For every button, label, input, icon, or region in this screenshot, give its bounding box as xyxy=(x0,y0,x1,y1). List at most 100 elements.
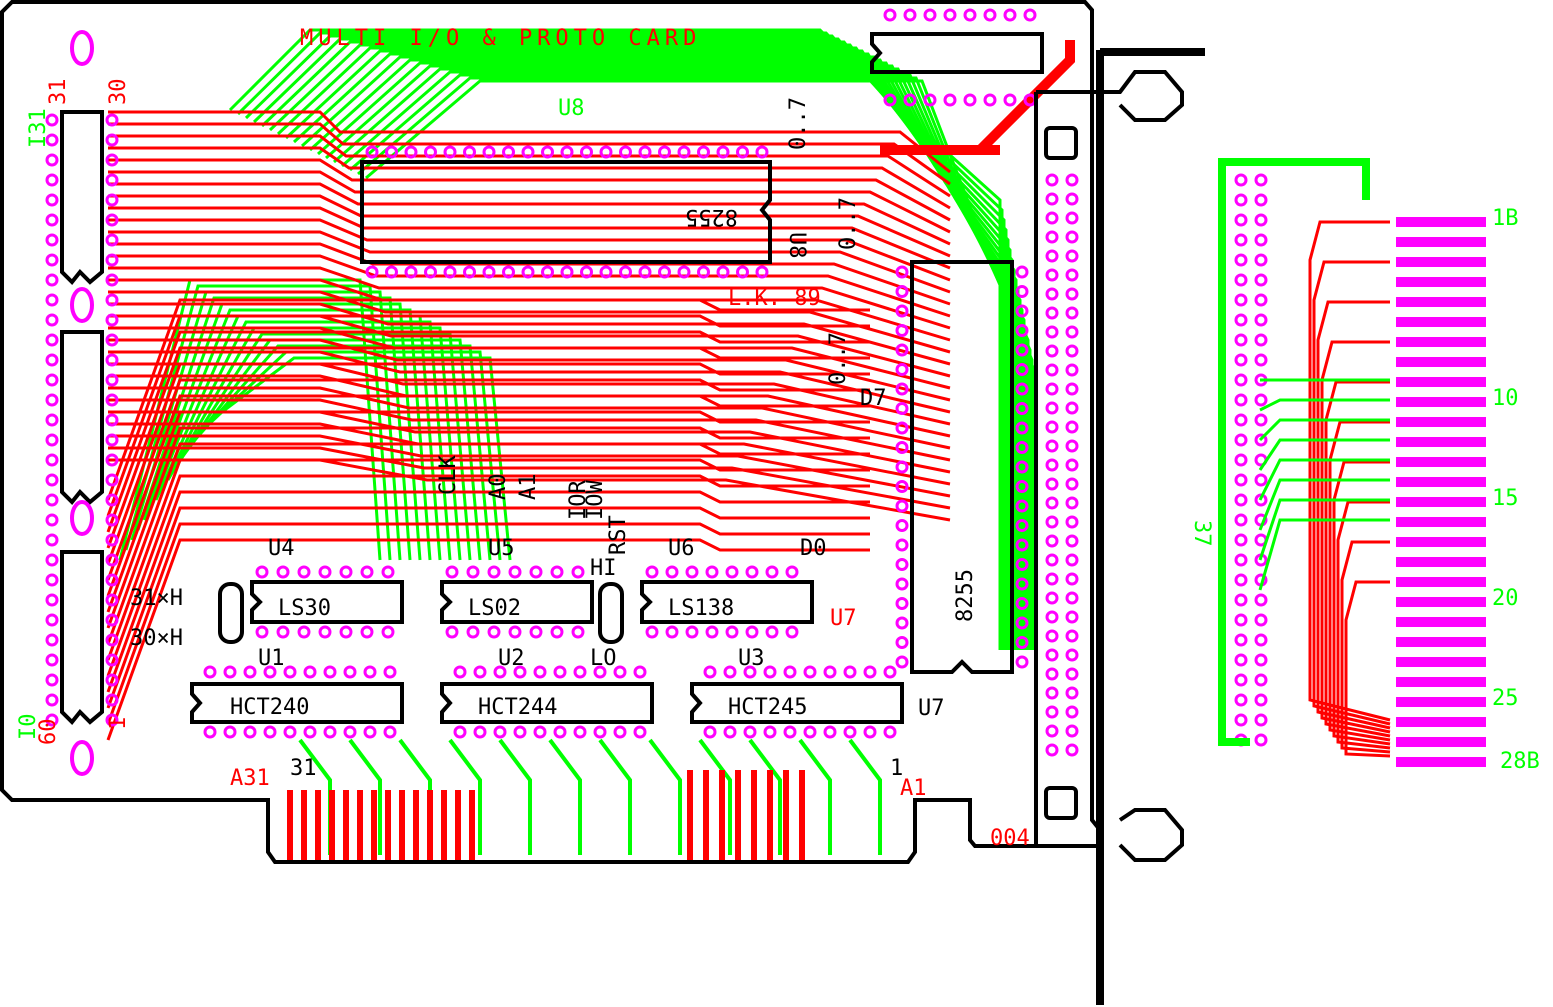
pad xyxy=(613,665,627,679)
pad xyxy=(685,625,699,639)
connector-pad xyxy=(1234,673,1248,687)
pad xyxy=(487,625,501,639)
connector-trace xyxy=(1340,540,1391,754)
pad xyxy=(1045,724,1059,738)
top-trace xyxy=(106,490,870,693)
chip-ref-u2: U2 xyxy=(498,646,525,671)
mounting-bracket xyxy=(1034,48,1205,1005)
pad xyxy=(665,625,679,639)
pad xyxy=(895,499,909,513)
pad xyxy=(45,393,59,407)
connector-finger xyxy=(1396,337,1486,347)
connector-pin-label: 28B xyxy=(1500,749,1540,774)
pad xyxy=(705,565,719,579)
connector-pad xyxy=(1254,633,1268,647)
pad xyxy=(203,665,217,679)
pad xyxy=(105,173,119,187)
pad xyxy=(1045,648,1059,662)
pad xyxy=(1045,268,1059,282)
jumper-hi-lo xyxy=(598,582,624,644)
pad xyxy=(105,413,119,427)
pad xyxy=(895,636,909,649)
chip-ref-u4: U4 xyxy=(268,536,295,561)
pad xyxy=(105,473,119,487)
label-a1-edge: A1 xyxy=(900,776,927,801)
pad xyxy=(783,725,797,739)
chip-ref-u5: U5 xyxy=(488,536,515,561)
pad xyxy=(923,93,937,107)
pad xyxy=(105,633,119,647)
pad xyxy=(736,265,749,279)
pad xyxy=(638,265,652,279)
pad xyxy=(105,693,119,707)
pad xyxy=(1065,629,1079,643)
connector-trace xyxy=(1258,478,1390,531)
pad xyxy=(1045,192,1059,206)
chip-u5-ls02 xyxy=(440,580,594,624)
pad xyxy=(895,616,909,630)
connector-finger xyxy=(1396,297,1486,307)
pad xyxy=(573,725,587,739)
pad xyxy=(243,725,257,739)
pad xyxy=(599,265,613,279)
pad xyxy=(521,265,535,279)
connector-pad xyxy=(1234,333,1248,347)
connector-pad xyxy=(1254,173,1268,187)
pad xyxy=(895,421,909,435)
connector-finger xyxy=(1396,697,1486,707)
pad xyxy=(963,8,977,22)
pad xyxy=(45,273,59,287)
connector-pad xyxy=(1254,413,1268,427)
connector-pad xyxy=(1254,653,1268,667)
pad xyxy=(1065,230,1079,244)
connector-finger xyxy=(1396,417,1486,427)
mounting-hole xyxy=(70,740,94,776)
connector-pad xyxy=(1234,513,1248,527)
bottom-trace xyxy=(148,308,432,561)
pad xyxy=(553,665,567,679)
pad xyxy=(863,665,877,679)
connector-pad xyxy=(1234,273,1248,287)
pad xyxy=(385,265,398,279)
pad xyxy=(1065,496,1079,510)
connector-pad xyxy=(1234,353,1248,367)
connector-pin-label: 1B xyxy=(1492,206,1519,231)
bottom-trace xyxy=(348,738,382,855)
connector-pad xyxy=(1254,193,1268,207)
pad xyxy=(105,273,119,287)
label-pc-range: 0..7 xyxy=(826,332,851,385)
pad xyxy=(1045,629,1059,643)
pad xyxy=(943,8,957,22)
pad xyxy=(105,713,119,727)
connector-pad xyxy=(1234,453,1248,467)
pad xyxy=(105,433,119,447)
pad xyxy=(508,565,522,579)
top-trace xyxy=(976,40,1075,154)
pad xyxy=(725,625,739,639)
connector-finger xyxy=(1396,477,1486,487)
pad xyxy=(105,193,119,207)
connector-finger xyxy=(1396,577,1486,587)
pad xyxy=(323,665,337,679)
connector-pad xyxy=(1254,313,1268,327)
connector-pad xyxy=(1254,713,1268,727)
pad xyxy=(45,453,59,467)
connector-trace xyxy=(1258,498,1390,561)
pad xyxy=(895,460,909,474)
pad xyxy=(443,265,457,279)
label-lo: LO xyxy=(590,646,617,671)
pad xyxy=(1065,458,1079,472)
pad xyxy=(823,725,837,739)
pad xyxy=(843,665,857,679)
connector-pad xyxy=(1254,693,1268,707)
pad xyxy=(541,145,554,159)
pad xyxy=(716,265,730,279)
pad xyxy=(895,324,909,337)
pad xyxy=(529,565,543,579)
pad xyxy=(105,293,119,307)
pad xyxy=(895,402,909,415)
chip-part-u8: 8255 xyxy=(685,204,738,229)
pad xyxy=(45,573,59,587)
connector-pad xyxy=(1234,713,1248,727)
pad xyxy=(963,93,977,107)
